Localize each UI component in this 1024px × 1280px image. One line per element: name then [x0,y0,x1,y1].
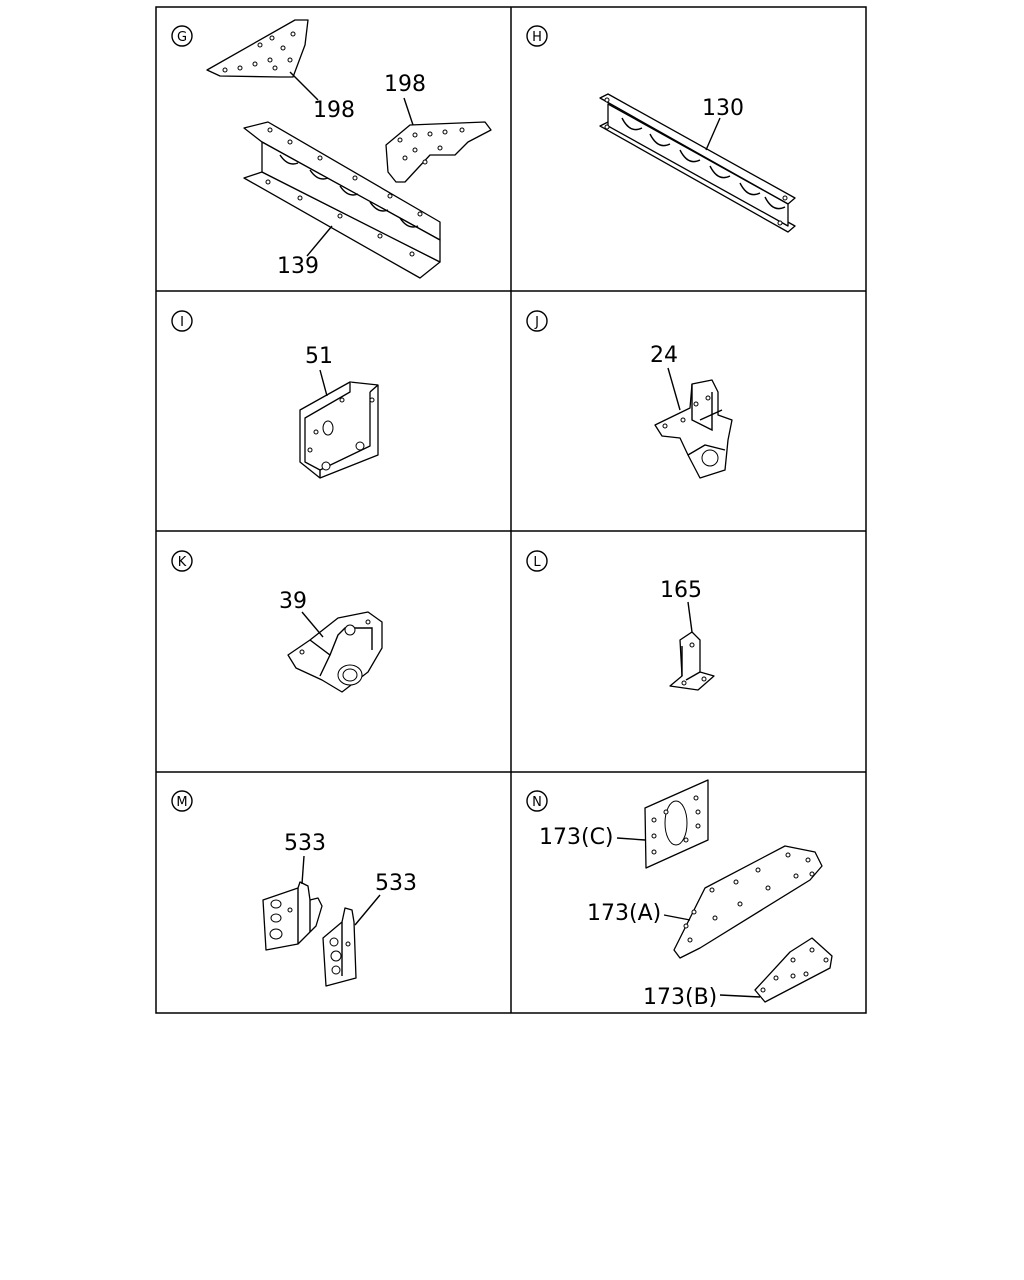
panel-g: G 198 198 [171,19,492,279]
part-130-rail [599,93,796,233]
panel-m: M 533 533 [171,790,417,987]
callout-24: 24 [650,343,678,368]
panel-h-letter-marker: H [526,25,548,47]
panel-n: N 173(C) 173(A) [526,779,833,1010]
panel-j: J 24 [526,310,733,479]
callout-533-a: 533 [284,831,326,856]
svg-text:N: N [532,795,542,810]
part-39-bracket [287,611,383,693]
part-139-channel [243,121,441,279]
svg-text:L: L [533,555,541,570]
part-173b-plate [719,937,833,1003]
panel-g-letter-marker: G [171,25,193,47]
part-51-bracket [299,369,379,479]
part-24-bracket [654,367,733,479]
part-198-plate-right [385,97,492,183]
callout-198-b: 198 [384,72,426,97]
callout-51: 51 [305,344,333,369]
svg-text:J: J [534,315,539,330]
callout-533-b: 533 [375,871,417,896]
panel-k-letter-marker: K [171,550,193,572]
panel-k: K 39 [171,550,383,693]
part-165-angle-bracket [669,601,715,691]
callout-173c: 173(C) [539,825,614,850]
part-173a-plate [663,845,823,959]
panel-n-letter-marker: N [526,790,548,812]
svg-text:G: G [177,30,187,45]
callout-173a: 173(A) [587,901,661,926]
panel-j-letter-marker: J [526,310,548,332]
callout-165: 165 [660,578,702,603]
panel-h: H 130 [526,25,796,233]
svg-text:K: K [178,555,187,570]
panel-l: L 165 [526,550,715,691]
svg-text:M: M [176,795,187,810]
part-173c-plate [616,779,709,869]
part-533-plate-left [262,855,323,951]
panel-l-letter-marker: L [526,550,548,572]
panel-i-letter-marker: I [171,310,193,332]
grid-frame [155,6,867,1014]
callout-39: 39 [279,589,307,614]
callout-130: 130 [702,96,744,121]
part-533-plate-right [322,894,381,987]
part-198-plate-top [206,19,319,101]
panel-i: I 51 [171,310,379,479]
callout-139: 139 [277,254,319,279]
callout-198-a: 198 [313,98,355,123]
svg-text:H: H [532,30,542,45]
panel-m-letter-marker: M [171,790,193,812]
callout-173b: 173(B) [643,985,717,1010]
svg-text:I: I [180,315,184,330]
